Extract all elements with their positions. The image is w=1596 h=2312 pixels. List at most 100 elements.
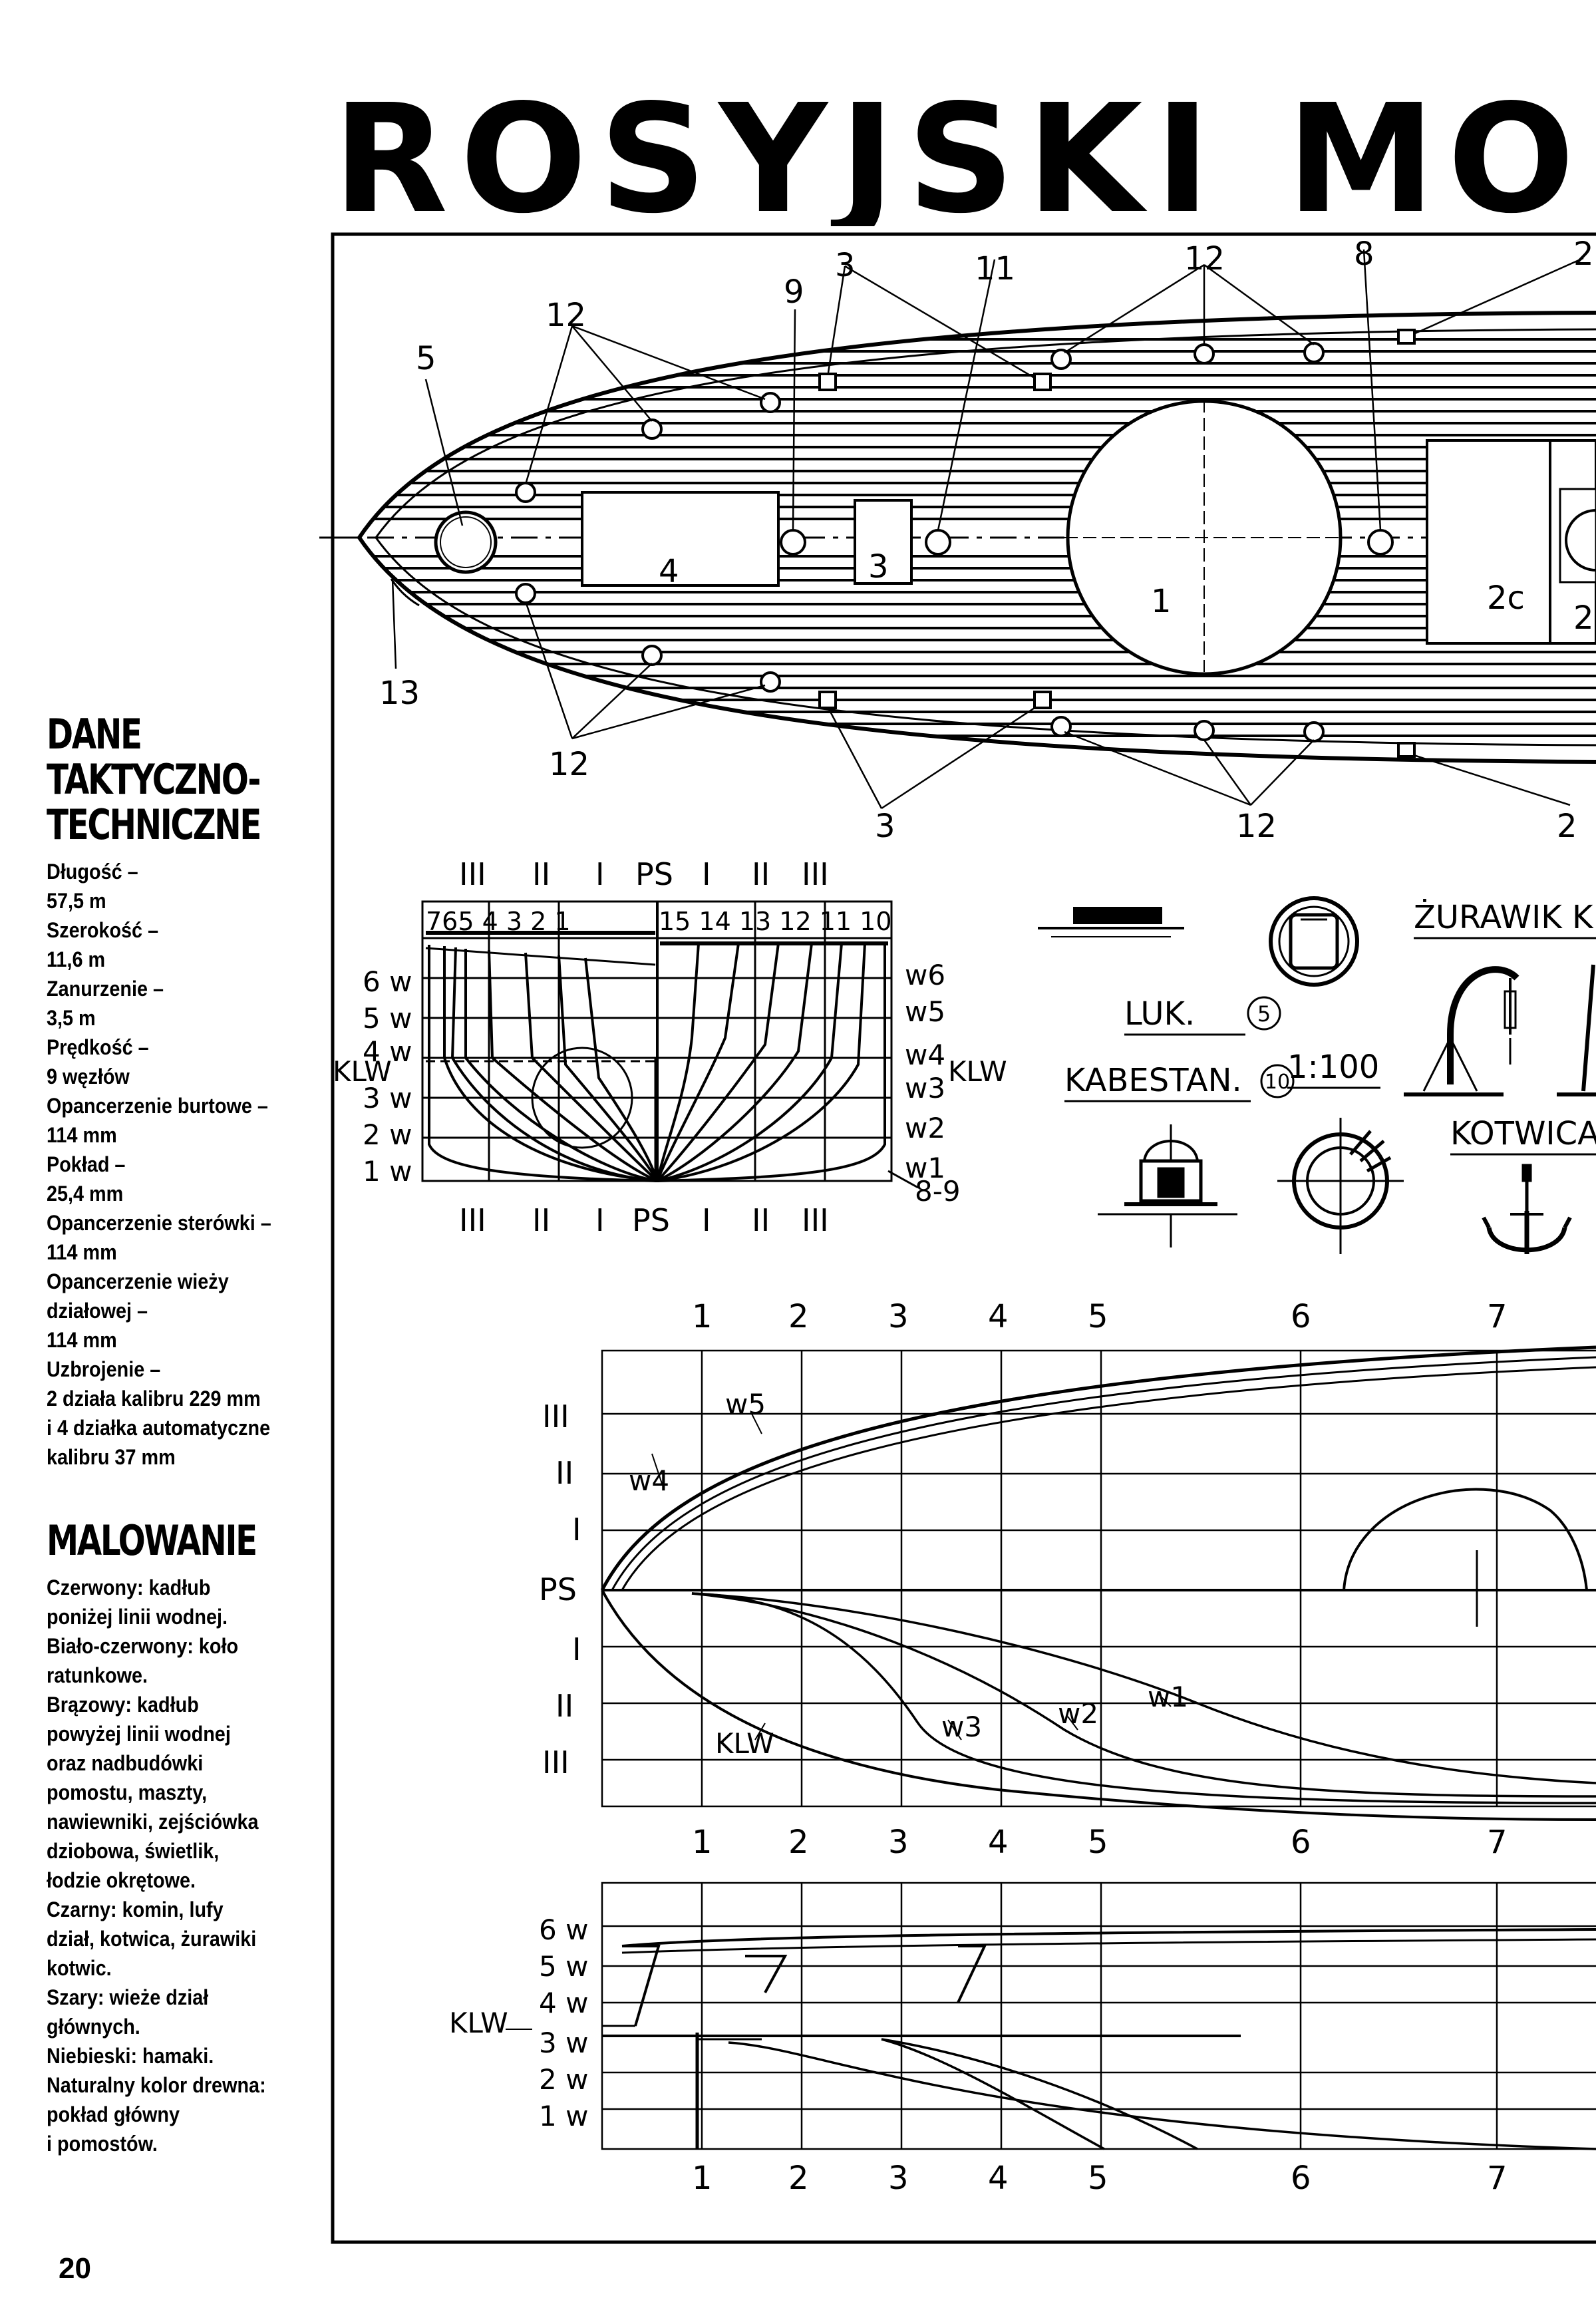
curve-label-w2: w2 — [1058, 1697, 1098, 1730]
station-number: 4 — [988, 2160, 1009, 2197]
station-label-bottom: I — [595, 1202, 605, 1238]
spec-line: Biało-czerwony: koło — [47, 1634, 239, 1658]
waterline-label: 2 w — [363, 1118, 412, 1151]
hatch-5 — [434, 510, 498, 574]
kotwica-label: KOTWICA — [1450, 1115, 1596, 1152]
deck-plan — [319, 249, 1596, 810]
station-number: 1 — [692, 1824, 713, 1861]
frames-8-9-label: 8-9 — [915, 1175, 961, 1208]
station-label-top: PS — [635, 856, 673, 892]
deck-label-2: 2 — [1573, 236, 1594, 273]
spec-line: pokład główny — [47, 2102, 180, 2126]
curve-label-w1: w1 — [1148, 1681, 1188, 1713]
klw-label: KLW — [948, 1055, 1007, 1088]
waterline-label: w3 — [905, 1072, 945, 1104]
spec-line: Pokład – — [47, 1152, 126, 1176]
frame-border — [331, 232, 1596, 2244]
spec-line: powyżej linii wodnej — [47, 1722, 231, 1746]
spec-line: 114 mm — [47, 1240, 117, 1264]
spec-line: ratunkowe. — [47, 1663, 148, 1687]
spec-line: i 4 działka automatyczne — [47, 1416, 271, 1440]
waterline-label: w6 — [905, 959, 945, 991]
station-number: 3 — [888, 2160, 909, 2197]
spec-line: Prędkość – — [47, 1035, 149, 1059]
waterline-label: 1 w — [363, 1155, 412, 1188]
plan-row-label: III — [542, 1399, 569, 1434]
station-label-bottom: II — [752, 1202, 770, 1238]
station-label-top: III — [802, 856, 829, 892]
deck-leader-lines — [391, 249, 1584, 810]
station-number: 3 — [888, 1824, 909, 1861]
station-label-top: II — [752, 856, 770, 892]
station-number: 1 — [692, 2160, 713, 2197]
profile-waterline: 5 w — [539, 1950, 588, 1983]
spec-line: 2 działa kalibru 229 mm — [47, 1387, 261, 1410]
spec-line: i pomostów. — [47, 2132, 158, 2156]
station-number: 6 — [1291, 1298, 1311, 1335]
specs-heading: DANE TAKTYCZNO- TECHNICZNE — [47, 710, 261, 849]
station-label-bottom: PS — [632, 1202, 670, 1238]
hatch-side-view — [1038, 907, 1184, 937]
deck-label-13: 13 — [379, 675, 420, 712]
spec-line: 114 mm — [47, 1328, 117, 1352]
spec-line: Uzbrojenie – — [47, 1357, 161, 1381]
spec-line: pomostu, maszty, — [47, 1780, 208, 1804]
waterline-label: w4 — [905, 1039, 945, 1071]
deck-fittings — [515, 329, 1416, 758]
deck-label-9: 9 — [784, 273, 804, 311]
spec-line: 114 mm — [47, 1123, 117, 1147]
plan-row-label: II — [556, 1688, 573, 1724]
deck-label-1: 1 — [1151, 583, 1172, 620]
curve-label-w5: w5 — [725, 1388, 766, 1420]
station-number: 5 — [1088, 1298, 1108, 1335]
capstan-top-view — [1277, 1118, 1404, 1254]
station-number: 3 — [888, 1298, 909, 1335]
spec-line: Naturalny kolor drewna: — [47, 2073, 266, 2097]
spec-line: Szary: wieże dział — [47, 1985, 209, 2009]
body-plan: III II I PS I II III III II I PS I II II… — [333, 856, 1007, 1238]
spec-line: nawiewniki, zejściówka — [47, 1810, 259, 1834]
deck-label-12: 12 — [1236, 808, 1277, 845]
station-label-bottom: III — [802, 1202, 829, 1238]
station-label-bottom: III — [459, 1202, 486, 1238]
station-number: 7 — [1487, 1298, 1508, 1335]
half-breadth-plan: 1 2 3 4 5 6 7 1 2 3 4 5 6 7 — [539, 1298, 1596, 1861]
deck-label-2: 2 — [1557, 808, 1577, 845]
profile-waterline: 3 w — [539, 2027, 588, 2059]
waterline-label: w2 — [905, 1112, 945, 1144]
waterline-label: 5 w — [363, 1002, 412, 1035]
zurawik-label: ŻURAWIK K — [1414, 899, 1594, 936]
spec-line: działowej – — [47, 1299, 148, 1323]
spec-line: Długość – — [47, 860, 138, 884]
hatch-3 — [854, 499, 913, 585]
curve-label-klw: KLW — [715, 1727, 774, 1760]
deck-label-11: 11 — [975, 250, 1015, 287]
deck-label-4: 4 — [659, 553, 679, 590]
deck-label-5: 5 — [416, 340, 436, 377]
spec-line: poniżej linii wodnej. — [47, 1605, 228, 1629]
luk-number: 5 — [1257, 1001, 1271, 1027]
hatch-top-view — [1269, 896, 1359, 987]
plan-row-label: PS — [539, 1571, 577, 1607]
spec-line: Opancerzenie sterówki – — [47, 1211, 271, 1235]
waterline-label: KLW — [333, 1055, 392, 1088]
station-number: 6 — [1291, 2160, 1311, 2197]
spec-line: Zanurzenie – — [47, 977, 164, 1001]
deck-label-3: 3 — [835, 247, 856, 284]
body-plan-frames-right: 15 14 13 12 11 10 — [659, 907, 892, 936]
spec-line: Szerokość – — [47, 918, 159, 942]
station-number: 5 — [1088, 1824, 1108, 1861]
spec-line: 9 węzłów — [47, 1065, 130, 1088]
profile-waterline: 4 w — [539, 1987, 588, 2019]
station-number: 7 — [1487, 1824, 1508, 1861]
plan-row-label: I — [572, 1512, 581, 1548]
kabestan-label: KABESTAN. — [1064, 1062, 1242, 1099]
deck-label-12: 12 — [1184, 240, 1225, 277]
skylight-4 — [581, 491, 780, 587]
profile-waterline: 1 w — [539, 2100, 588, 2132]
spec-line: kotwic. — [47, 1956, 112, 1980]
station-number: 2 — [788, 2160, 809, 2197]
station-label-top: I — [595, 856, 605, 892]
